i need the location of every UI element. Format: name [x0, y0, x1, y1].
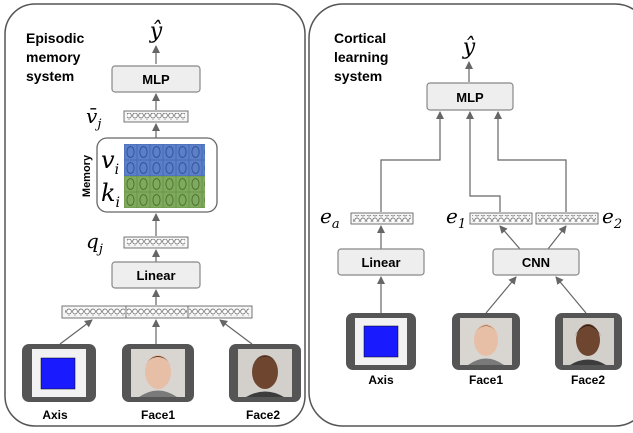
arrow-axis-to-concat	[59, 319, 93, 345]
arrow-face2-to-concat	[219, 319, 253, 345]
arrow-e1-to-mlp	[466, 111, 501, 212]
cortical-axis-icon	[346, 313, 416, 370]
cortical-input-face2-label: Face2	[571, 373, 605, 387]
cortical-face1-icon	[452, 313, 520, 370]
cortical-mlp-label: MLP	[456, 90, 484, 105]
episodic-input-axis-label: Axis	[42, 408, 68, 422]
episodic-mlp-box	[111, 65, 201, 93]
episodic-linear-label: Linear	[136, 268, 175, 283]
value-memory-grid	[124, 144, 205, 176]
vbar-label: v̄j	[86, 104, 101, 132]
arrow-cnn-to-e1	[499, 225, 521, 250]
episodic-linear-box	[111, 261, 201, 289]
arrow-face1-to-cnn	[485, 276, 517, 314]
cortical-title: Cortical learning system	[334, 30, 392, 84]
arrow-ea-to-mlp	[380, 111, 444, 212]
cortical-face2-icon	[555, 313, 622, 370]
arrow-cnn-to-e2	[547, 225, 567, 250]
episodic-title: Episodic memory system	[26, 30, 88, 84]
episodic-mlp-label: MLP	[142, 72, 170, 87]
cortical-cnn-label: CNN	[522, 255, 550, 270]
episodic-face2-icon	[229, 344, 301, 402]
cortical-linear-box	[337, 248, 425, 276]
cortical-input-axis-label: Axis	[368, 373, 394, 387]
episodic-input-face1-label: Face1	[141, 408, 175, 422]
episodic-output-yhat: ŷ	[149, 19, 163, 44]
cortical-linear-label: Linear	[361, 255, 400, 270]
episodic-face1-icon	[122, 344, 194, 402]
cortical-mlp-box	[426, 82, 514, 111]
key-memory-grid	[124, 176, 205, 208]
k-label: ki	[101, 179, 120, 211]
cortical-input-face1-label: Face1	[469, 373, 503, 387]
cortical-output-yhat: ŷ	[462, 35, 476, 60]
e1-label: e1	[446, 204, 466, 232]
cortical-cnn-box	[492, 248, 580, 276]
episodic-axis-icon	[22, 344, 96, 402]
e2-label: e2	[602, 204, 622, 232]
ea-label: ea	[320, 204, 340, 232]
arrow-e2-to-mlp	[494, 111, 567, 212]
q-label: qj	[86, 229, 103, 257]
memory-label: Memory	[81, 154, 93, 197]
arrow-face2-to-cnn	[555, 276, 587, 314]
v-label: vi	[101, 146, 119, 178]
episodic-input-face2-label: Face2	[246, 408, 280, 422]
